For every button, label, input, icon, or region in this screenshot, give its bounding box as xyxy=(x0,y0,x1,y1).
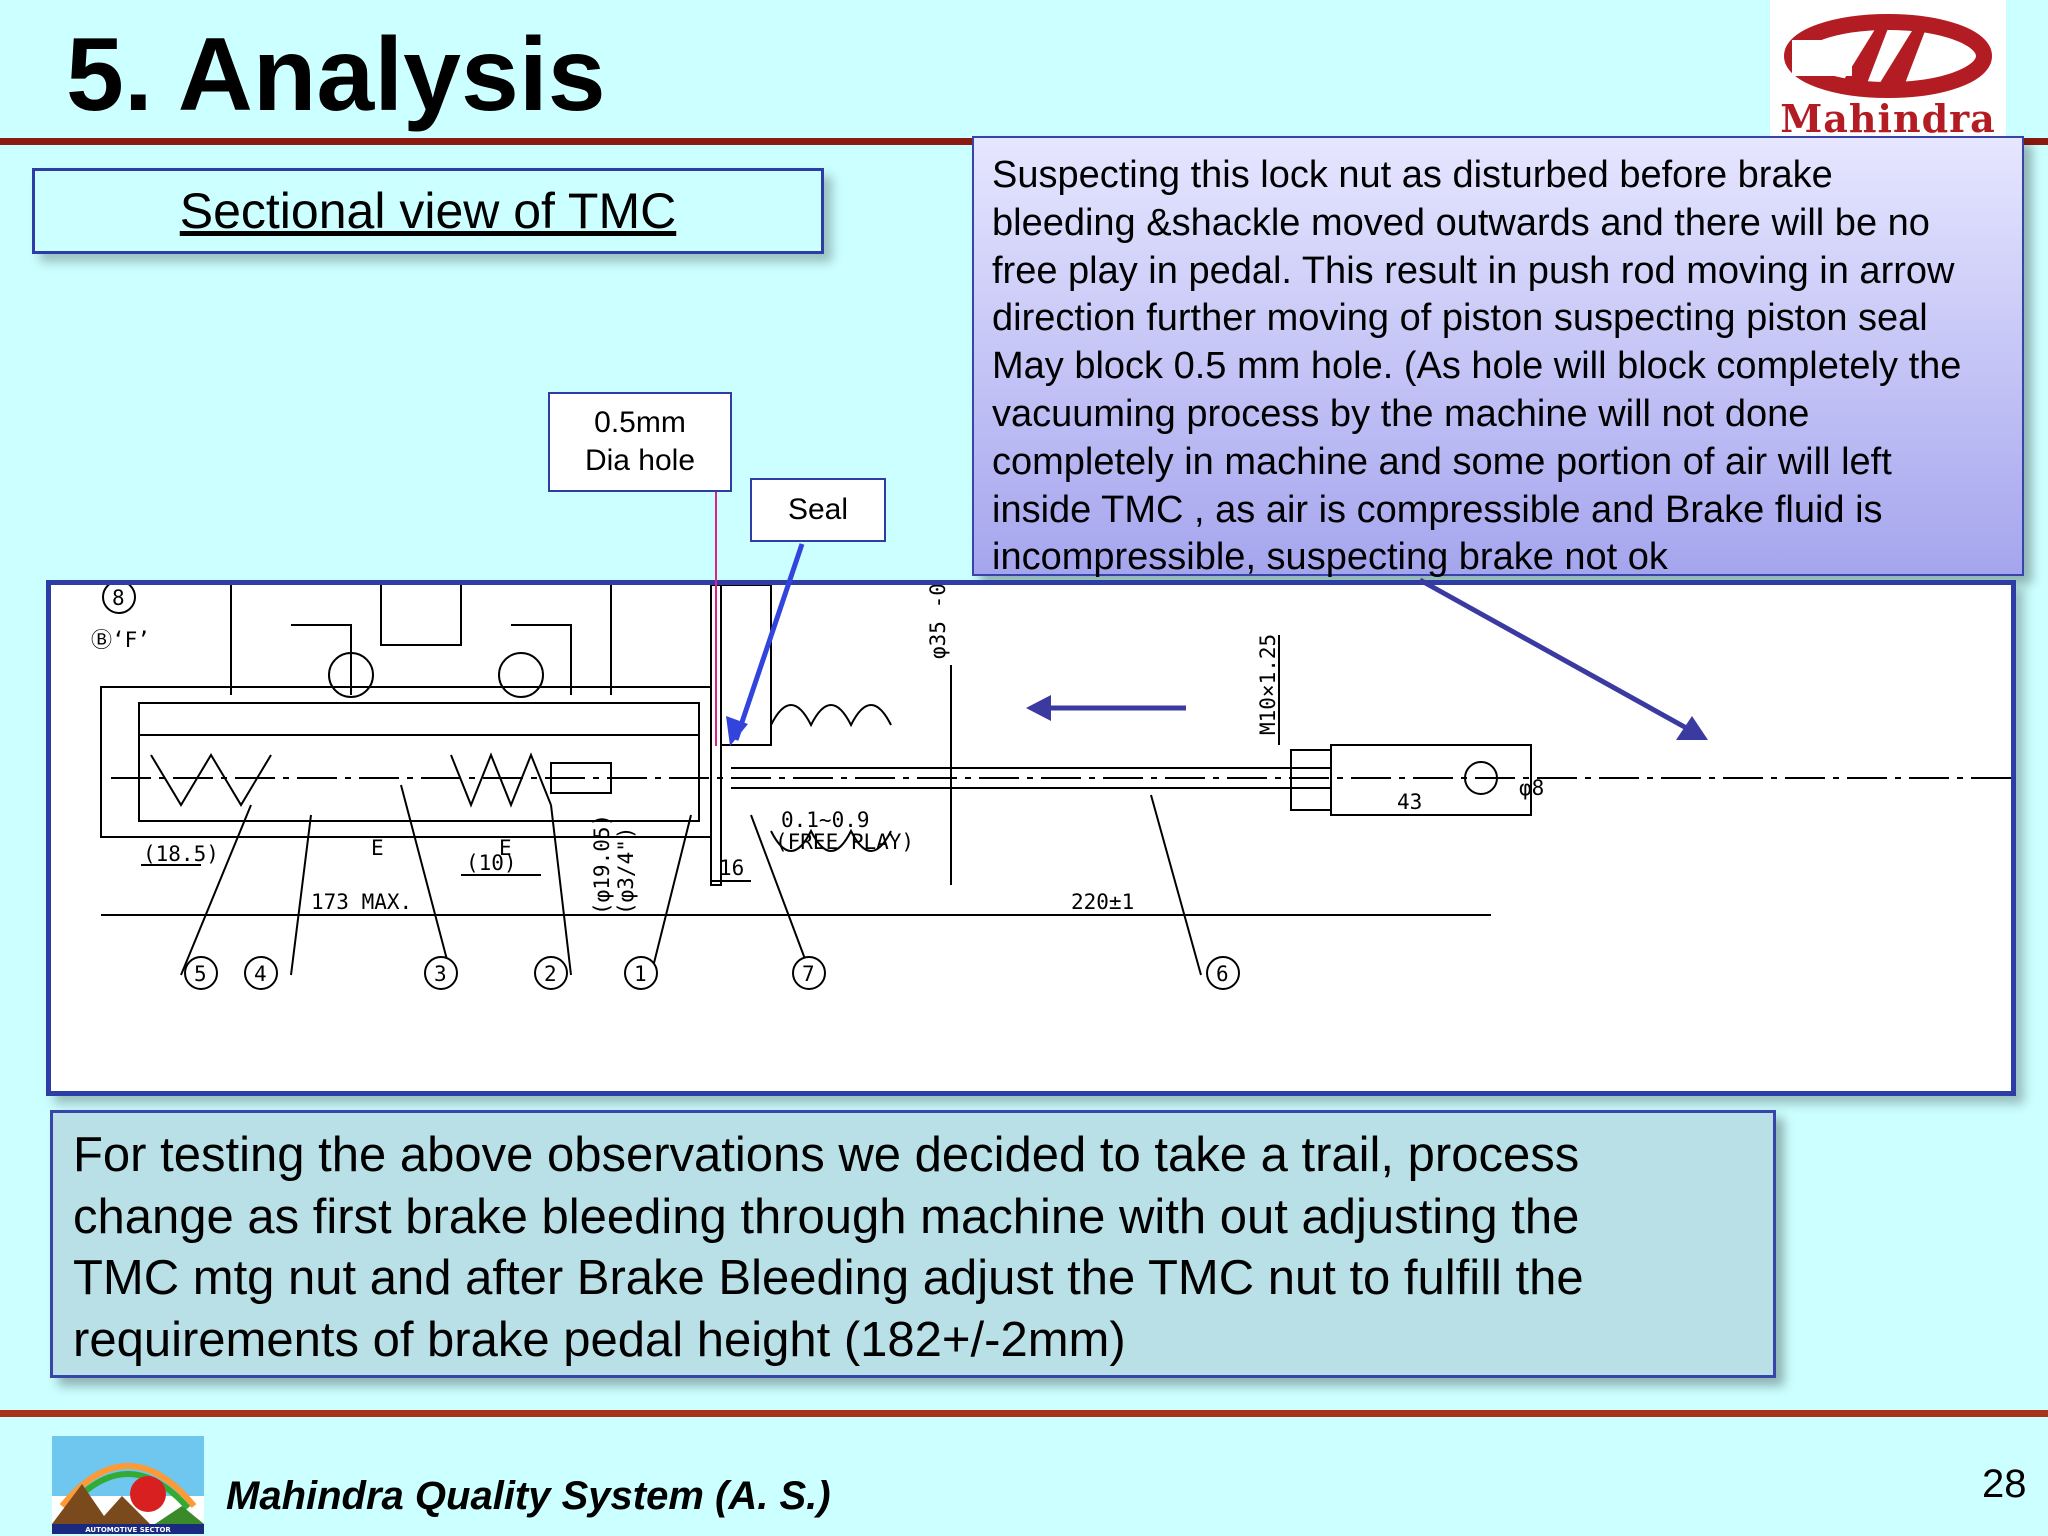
dim-phi34: (φ3/4") xyxy=(614,826,638,915)
balloon-5: 5 xyxy=(194,962,207,986)
seal-leader-line xyxy=(733,543,805,741)
analysis-note: Suspecting this lock nut as disturbed be… xyxy=(972,136,2024,578)
dim-phi19: (φ19.05) xyxy=(590,814,614,915)
note-line: inside TMC , as air is compressible and … xyxy=(992,488,1883,531)
seal-callout: Seal xyxy=(750,478,886,542)
note-line: direction further moving of piston suspe… xyxy=(992,297,1928,340)
note-line: May block 0.5 mm hole. (As hole will blo… xyxy=(992,345,1962,388)
conclusion-line: requirements of brake pedal height (182+… xyxy=(73,1312,1126,1367)
section-e-label: E xyxy=(371,836,384,860)
dim-220: 220±1 xyxy=(1071,890,1134,914)
seal-arrow-head-icon xyxy=(726,716,748,746)
section-label: Sectional view of TMC xyxy=(32,168,824,254)
balloon-4: 4 xyxy=(254,962,267,986)
mqs-logo-icon: AUTOMOTIVE SECTOR xyxy=(52,1436,204,1534)
balloon-1: 1 xyxy=(634,962,647,986)
tmc-sectional-drawing: 8 5 4 3 2 1 7 6 Ⓑ‘F’ E E (18.5) (10) 173… xyxy=(46,580,2016,1096)
dim-16: 16 xyxy=(719,856,744,880)
balloon-3: 3 xyxy=(434,962,447,986)
section-e-label: E xyxy=(499,836,512,860)
balloon-6: 6 xyxy=(1216,962,1229,986)
balloon-7: 7 xyxy=(802,962,815,986)
logo-wordmark: Mahindra xyxy=(1780,96,1996,141)
view-b-label: Ⓑ‘F’ xyxy=(91,628,150,652)
note-line: Suspecting this lock nut as disturbed be… xyxy=(992,154,1833,196)
conclusion-box: For testing the above observations we de… xyxy=(50,1110,1776,1378)
dim-18-5: (18.5) xyxy=(143,842,219,866)
dim-173-max: 173 MAX. xyxy=(311,890,412,914)
note-arrow-head-icon xyxy=(1676,716,1708,740)
page-title: 5. Analysis xyxy=(66,17,606,133)
push-rod-direction-arrow xyxy=(1026,695,1186,721)
note-line: completely in machine and some portion o… xyxy=(992,440,1892,483)
thread-label: M10×1.25 xyxy=(1256,634,1280,735)
note-line: free play in pedal. This result in push … xyxy=(992,249,1955,292)
conclusion-line: For testing the above observations we de… xyxy=(73,1128,1580,1182)
dim-phi8: φ8 xyxy=(1519,776,1544,800)
balloon-2: 2 xyxy=(544,962,557,986)
conclusion-line: change as first brake bleeding through m… xyxy=(73,1189,1580,1244)
free-play-label: (FREE PLAY) xyxy=(775,830,914,854)
note-leader-line xyxy=(1418,577,1692,733)
footer-divider xyxy=(0,1410,2048,1417)
free-play-value: 0.1~0.9 xyxy=(781,808,870,832)
balloon-8: 8 xyxy=(112,586,125,610)
dim-10: (10) xyxy=(466,851,517,875)
drawing-canvas: 8 5 4 3 2 1 7 6 Ⓑ‘F’ E E (18.5) (10) 173… xyxy=(91,585,2011,990)
hole-callout: 0.5mm Dia hole xyxy=(548,392,732,492)
footer-text: Mahindra Quality System (A. S.) xyxy=(226,1474,831,1518)
mahindra-logo: Mahindra xyxy=(1770,0,2006,141)
hole-callout-line: Dia hole xyxy=(584,444,696,477)
dim-43: 43 xyxy=(1397,790,1422,814)
mahindra-logo-icon xyxy=(1784,14,1992,98)
conclusion-line: TMC mtg nut and after Brake Bleeding adj… xyxy=(73,1251,1584,1305)
hole-callout-line: 0.5mm xyxy=(594,406,686,439)
note-line: bleeding &shackle moved outwards and the… xyxy=(992,201,1930,244)
note-line: vacuuming process by the machine will no… xyxy=(992,392,1810,435)
svg-text:AUTOMOTIVE SECTOR: AUTOMOTIVE SECTOR xyxy=(85,1526,171,1534)
page-number: 28 xyxy=(1982,1462,2027,1506)
note-line: incompressible, suspecting brake not ok xyxy=(992,536,1668,579)
dim-phi35: φ35 -0.2 xyxy=(926,585,950,659)
